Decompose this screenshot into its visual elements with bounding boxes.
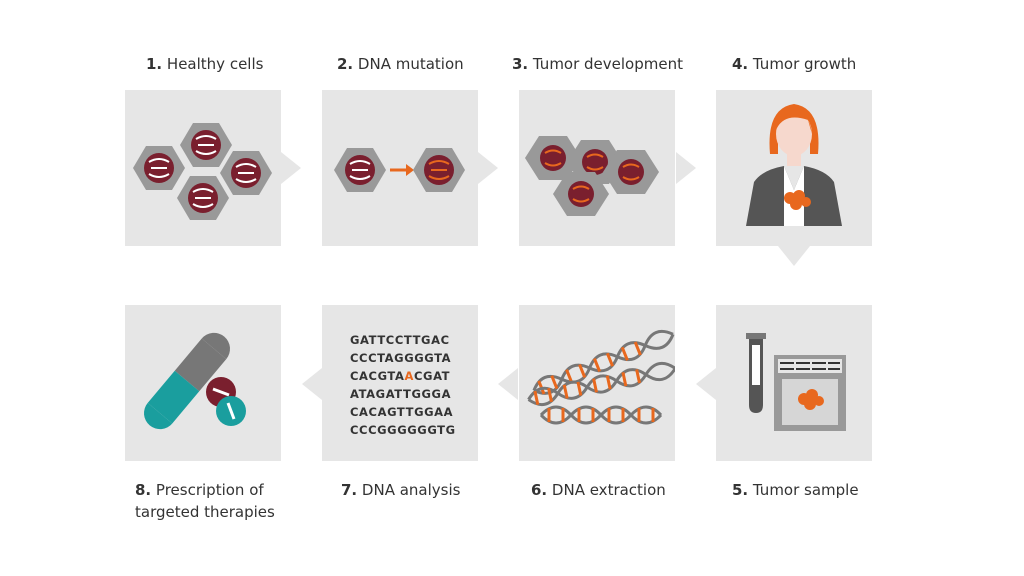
mutated-cell bbox=[413, 148, 465, 192]
flow-arrow-1-2 bbox=[281, 152, 301, 184]
healthy-cell bbox=[177, 176, 229, 220]
panel-tumor-development bbox=[519, 90, 675, 246]
flow-arrow-5-6 bbox=[696, 368, 716, 400]
sequence-line: ATAGATTGGGA bbox=[350, 387, 452, 401]
panel-healthy-cells bbox=[125, 90, 281, 246]
panel-prescription bbox=[125, 305, 281, 461]
pills-illustration bbox=[144, 332, 246, 430]
mutated-base: A bbox=[404, 369, 414, 383]
test-tube-icon bbox=[746, 333, 766, 413]
dna-helix bbox=[539, 405, 663, 425]
flow-arrow-3-4 bbox=[676, 152, 696, 184]
dna-sequence: GATTCCTTGAC CCCTAGGGGTA CACGTAACGAT ATAG… bbox=[350, 331, 456, 439]
healthy-cell bbox=[133, 146, 185, 190]
neck bbox=[787, 152, 801, 166]
step-6-label: 6. DNA extraction bbox=[531, 481, 666, 499]
panel-tumor-sample bbox=[716, 305, 872, 461]
healthy-cells-illustration bbox=[133, 123, 272, 220]
step-3-label: 3. Tumor development bbox=[512, 55, 683, 73]
mutation-arrow-icon bbox=[390, 164, 414, 176]
sequence-line: CCCGGGGGGTG bbox=[350, 423, 456, 437]
healthy-cell bbox=[220, 151, 272, 195]
panel-dna-extraction bbox=[519, 305, 675, 461]
sequence-line: CCCTAGGGGTA bbox=[350, 351, 452, 365]
flow-arrow-2-3 bbox=[478, 152, 498, 184]
step-2-label: 2. DNA mutation bbox=[337, 55, 464, 73]
sequence-line: CACAGTTGGAA bbox=[350, 405, 454, 419]
tumor-blob bbox=[784, 190, 811, 210]
panel-tumor-growth bbox=[716, 90, 872, 246]
tumor-development-illustration bbox=[525, 136, 659, 216]
person-with-tumor-illustration bbox=[746, 104, 842, 226]
teal-tablet-icon bbox=[216, 396, 246, 426]
sample-cassette-icon bbox=[774, 355, 846, 431]
flow-arrow-4-5 bbox=[778, 246, 810, 266]
dna-mutation-illustration bbox=[334, 148, 465, 192]
step-7-label: 7. DNA analysis bbox=[341, 481, 461, 499]
dna-helix-illustration bbox=[527, 330, 675, 425]
dna-helix bbox=[527, 361, 675, 407]
step-4-label: 4. Tumor growth bbox=[732, 55, 857, 73]
sequence-line: CACGTAACGAT bbox=[350, 369, 451, 383]
capsule-icon bbox=[144, 332, 230, 430]
tumor-cell bbox=[553, 172, 609, 216]
healthy-cell bbox=[180, 123, 232, 167]
tumor-cell bbox=[525, 136, 581, 180]
panel-dna-mutation bbox=[322, 90, 478, 246]
tumor-cell bbox=[603, 150, 659, 194]
step-1-label: 1. Healthy cells bbox=[146, 55, 264, 73]
panel-dna-analysis: GATTCCTTGAC CCCTAGGGGTA CACGTAACGAT ATAG… bbox=[322, 305, 478, 461]
healthy-cell bbox=[334, 148, 386, 192]
dna-helix bbox=[532, 330, 675, 395]
flow-arrow-7-8 bbox=[302, 368, 322, 400]
flow-arrow-6-7 bbox=[498, 368, 518, 400]
face bbox=[776, 112, 812, 156]
tumor-sample-illustration bbox=[746, 333, 846, 431]
tumor-blob bbox=[798, 389, 824, 410]
sequence-line: GATTCCTTGAC bbox=[350, 333, 450, 347]
step-5-label: 5. Tumor sample bbox=[732, 481, 859, 499]
